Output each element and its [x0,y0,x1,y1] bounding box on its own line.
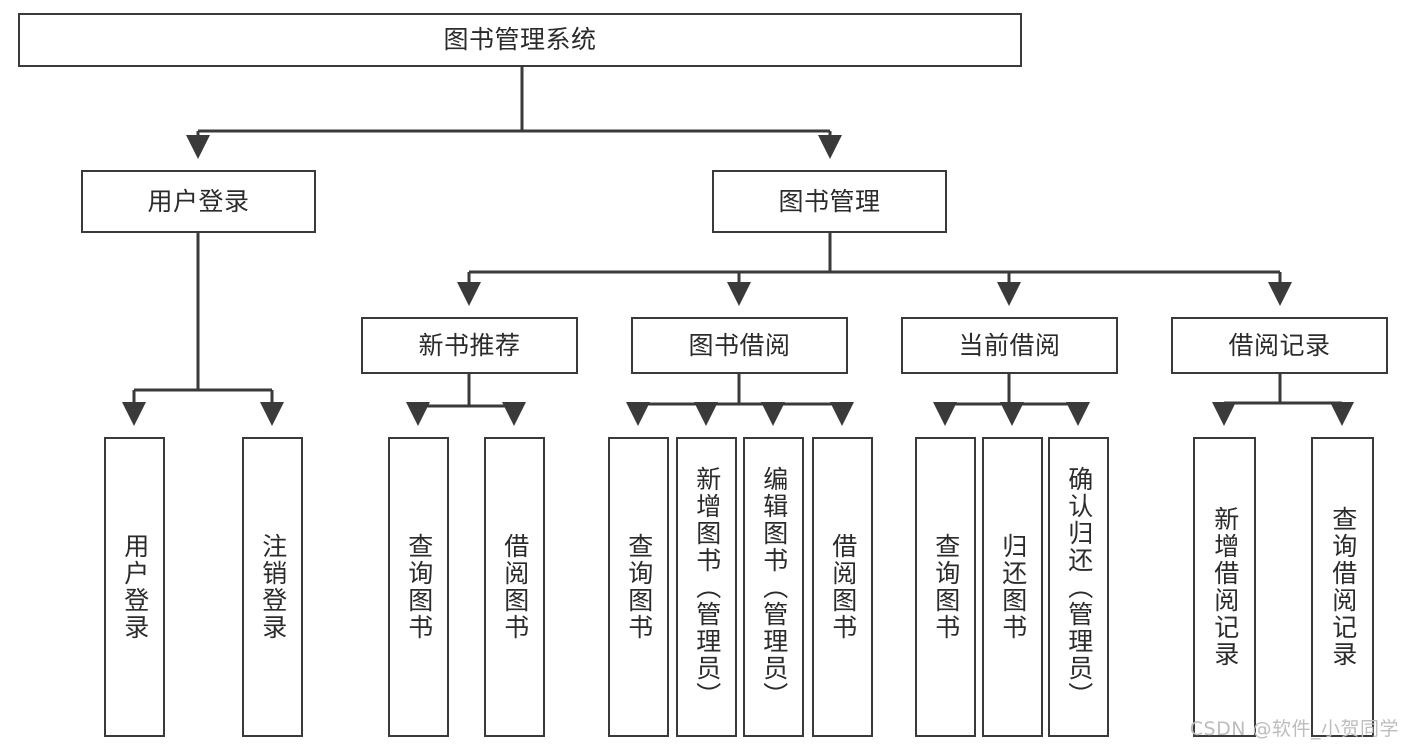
node-borrow-record[interactable]: 借阅记录 [1171,317,1388,374]
leaf-logout-login-label: 注销登录 [258,533,288,641]
leaf-return-book[interactable]: 归还图书 [982,437,1043,737]
leaf-borrow-book-2-label: 借阅图书 [828,533,858,641]
leaf-query-book-3[interactable]: 查询图书 [915,437,976,737]
node-borrow-record-label: 借阅记录 [1228,330,1331,360]
leaf-return-book-label: 归还图书 [998,533,1028,641]
leaf-edit-book[interactable]: 编辑图书（管理员） [743,437,804,737]
leaf-logout-login[interactable]: 注销登录 [242,437,303,737]
leaf-edit-book-label: 编辑图书（管理员） [759,465,789,709]
node-book-borrow-label: 图书借阅 [688,330,791,360]
node-current-borrow-label: 当前借阅 [958,330,1061,360]
leaf-query-book-1[interactable]: 查询图书 [388,437,449,737]
leaf-query-book-3-label: 查询图书 [931,533,961,641]
leaf-add-borrow-record-label: 新增借阅记录 [1210,506,1240,668]
leaf-user-login-label: 用户登录 [120,533,150,641]
node-book-manage-label: 图书管理 [778,186,881,216]
leaf-query-book-2[interactable]: 查询图书 [608,437,669,737]
leaf-add-book-label: 新增图书（管理员） [692,465,722,709]
leaf-add-book[interactable]: 新增图书（管理员） [676,437,737,737]
node-root[interactable]: 图书管理系统 [18,13,1022,67]
leaf-borrow-book-1[interactable]: 借阅图书 [484,437,545,737]
node-root-label: 图书管理系统 [443,25,597,54]
leaf-query-book-2-label: 查询图书 [624,533,654,641]
node-new-book-recommend-label: 新书推荐 [418,330,521,360]
node-user-login[interactable]: 用户登录 [81,170,316,233]
node-current-borrow[interactable]: 当前借阅 [901,317,1118,374]
leaf-query-book-1-label: 查询图书 [404,533,434,641]
leaf-borrow-book-2[interactable]: 借阅图书 [812,437,873,737]
node-book-manage[interactable]: 图书管理 [712,170,947,233]
node-user-login-label: 用户登录 [147,186,250,216]
leaf-query-borrow-record[interactable]: 查询借阅记录 [1311,437,1374,737]
node-new-book-recommend[interactable]: 新书推荐 [361,317,578,374]
leaf-query-borrow-record-label: 查询借阅记录 [1328,506,1358,668]
csdn-watermark: CSDN @软件_小贺同学 [1189,718,1399,740]
leaf-confirm-return[interactable]: 确认归还（管理员） [1048,437,1109,737]
leaf-user-login[interactable]: 用户登录 [104,437,165,737]
leaf-borrow-book-1-label: 借阅图书 [500,533,530,641]
leaf-confirm-return-label: 确认归还（管理员） [1064,465,1094,709]
leaf-add-borrow-record[interactable]: 新增借阅记录 [1193,437,1256,737]
node-book-borrow[interactable]: 图书借阅 [631,317,848,374]
